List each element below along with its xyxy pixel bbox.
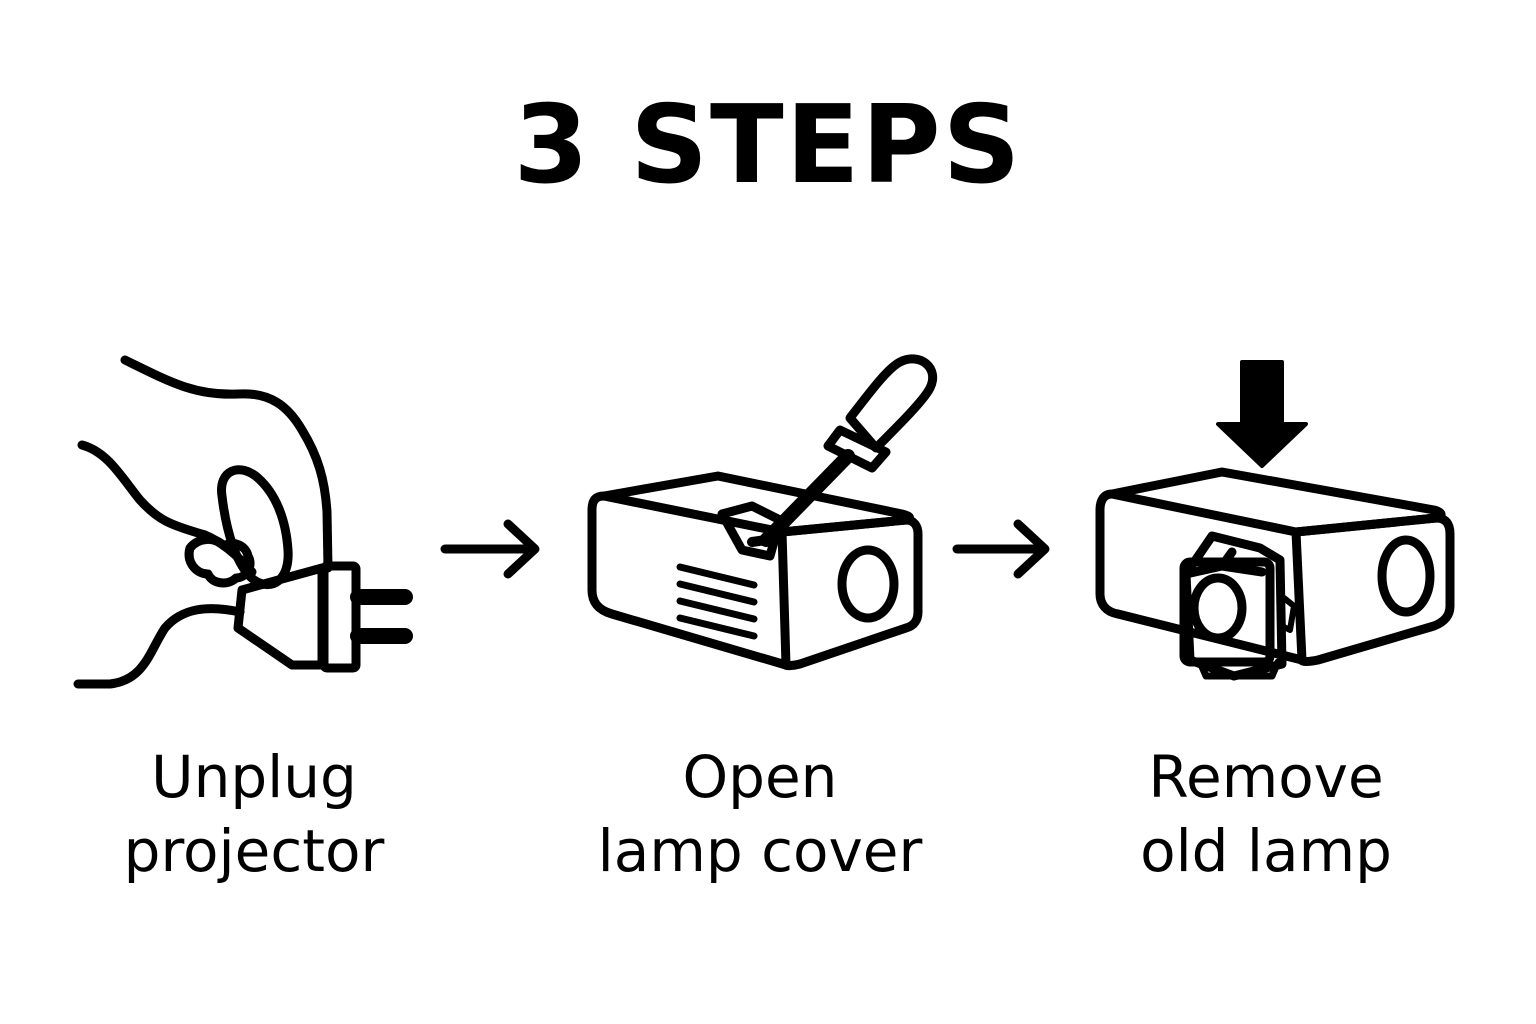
step-label-line: lamp cover xyxy=(597,817,923,885)
arrow-down-icon xyxy=(1216,360,1308,468)
step-label-line: projector xyxy=(123,817,385,885)
hand-thumb xyxy=(217,465,293,590)
lamp-bulb xyxy=(1189,573,1247,643)
step-label-line: Remove xyxy=(1148,743,1384,811)
step-label-line: Open xyxy=(682,743,838,811)
projector-side-face xyxy=(777,515,923,671)
projector-side-face xyxy=(1291,513,1455,666)
plug-body xyxy=(233,563,327,670)
arrow-right-icon xyxy=(952,519,1050,579)
step-label-line: Unplug xyxy=(151,743,357,811)
lamp-module xyxy=(1179,531,1297,681)
projector-vents xyxy=(676,563,758,640)
projector-lens xyxy=(1377,535,1435,617)
projector-front-face xyxy=(587,491,791,670)
hand-outline xyxy=(120,355,333,573)
step-label-open-lamp-cover: Open lamp cover xyxy=(550,740,970,888)
step-label-unplug-projector: Unplug projector xyxy=(44,740,464,888)
step-label-line: old lamp xyxy=(1140,817,1392,885)
diagram-title: 3 STEPS xyxy=(513,83,1023,208)
hand-fingers xyxy=(184,535,255,588)
step-label-remove-old-lamp: Remove old lamp xyxy=(1056,740,1476,888)
plug-cable xyxy=(73,604,245,689)
projector-lens xyxy=(837,545,899,623)
arrow-right-icon xyxy=(440,519,540,579)
plug-face xyxy=(319,561,361,673)
projector-with-screwdriver-icon xyxy=(587,354,938,671)
screwdriver-icon xyxy=(747,354,938,547)
projector-front-face xyxy=(1095,489,1307,665)
projector-lamp-removal-icon xyxy=(1095,360,1455,681)
hand-unplugging-plug-icon xyxy=(73,355,413,689)
